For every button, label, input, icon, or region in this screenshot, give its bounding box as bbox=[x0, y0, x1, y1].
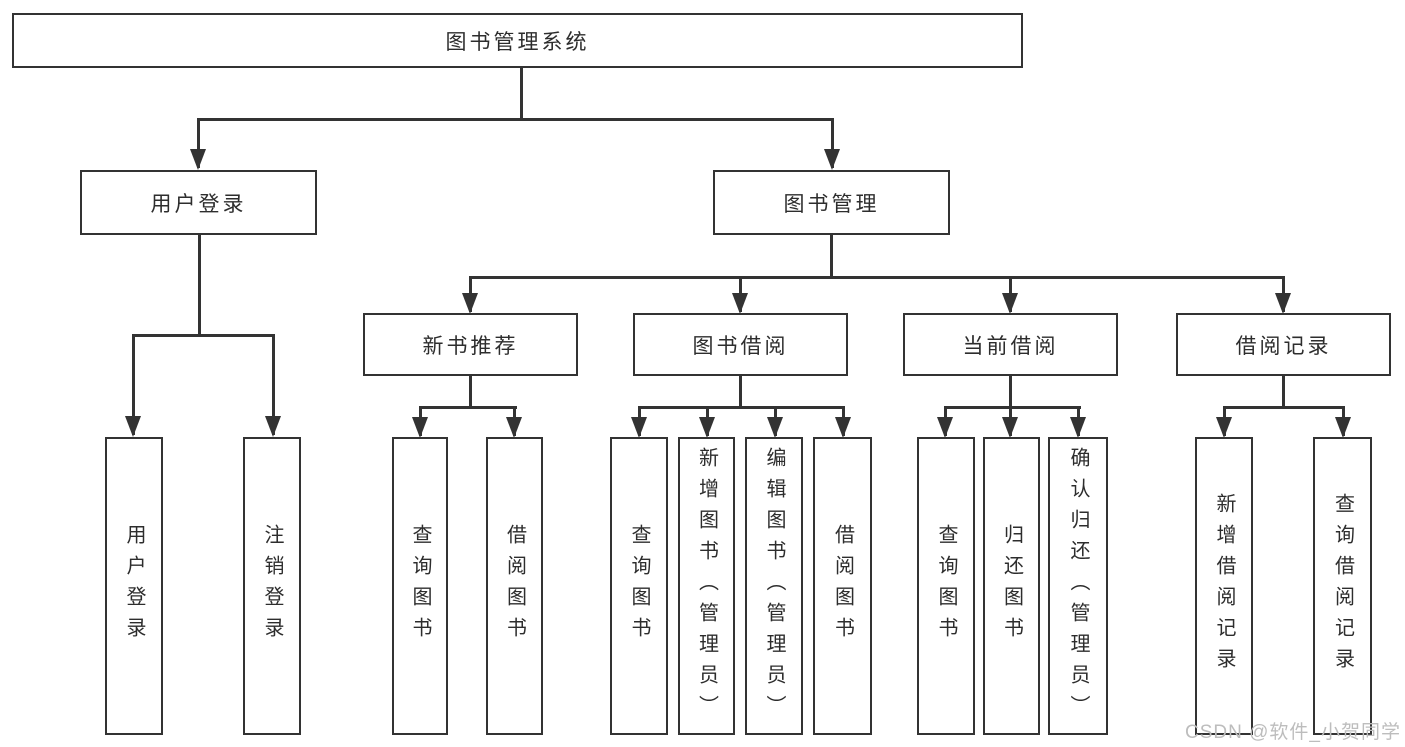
arrow-down-icon bbox=[1222, 406, 1226, 436]
connector-user-login-stem bbox=[197, 235, 201, 334]
node-label: 新增图书（管理员） bbox=[695, 446, 718, 726]
leaf-edit-books-admin: 编辑图书（管理员） bbox=[745, 437, 803, 735]
leaf-return-books: 归还图书 bbox=[983, 437, 1040, 735]
node-label: 注销登录 bbox=[261, 524, 283, 648]
connector-book-mgmt-stem bbox=[829, 235, 833, 279]
leaf-confirm-return-admin: 确认归还（管理员） bbox=[1048, 437, 1108, 735]
leaf-query-borrow-record: 查询借阅记录 bbox=[1313, 437, 1372, 735]
node-book-borrowing: 图书借阅 bbox=[633, 313, 848, 376]
arrow-down-icon bbox=[1008, 276, 1012, 312]
node-label: 借阅图书 bbox=[831, 524, 854, 648]
node-borrow-records: 借阅记录 bbox=[1176, 313, 1391, 376]
arrow-down-icon bbox=[418, 406, 422, 436]
arrow-down-icon bbox=[512, 406, 516, 436]
arrow-down-icon bbox=[1341, 406, 1345, 436]
arrow-down-icon bbox=[131, 334, 135, 435]
csdn-watermark: CSDN @软件_小贺同学 bbox=[1185, 722, 1401, 743]
arrow-down-icon bbox=[1281, 276, 1285, 312]
arrow-down-icon bbox=[773, 406, 777, 436]
arrow-down-icon bbox=[1076, 406, 1080, 436]
node-label: 图书管理 bbox=[783, 192, 880, 216]
arrow-down-icon bbox=[705, 406, 709, 436]
arrow-down-icon bbox=[637, 406, 641, 436]
node-new-book-recommend: 新书推荐 bbox=[363, 313, 578, 376]
arrow-down-icon bbox=[943, 406, 947, 436]
arrow-down-icon bbox=[468, 276, 472, 312]
node-label: 用户登录 bbox=[123, 524, 145, 648]
connector-book-mgmt-rail bbox=[468, 276, 1285, 279]
arrow-down-icon bbox=[271, 334, 275, 435]
connector-root-rail bbox=[196, 118, 834, 121]
node-current-borrowing: 当前借阅 bbox=[903, 313, 1118, 376]
leaf-borrow-books-recommend: 借阅图书 bbox=[486, 437, 543, 735]
node-label: 用户登录 bbox=[150, 192, 247, 216]
node-label: 新增借阅记录 bbox=[1213, 493, 1235, 679]
connector-borrowing-stem bbox=[738, 376, 742, 408]
leaf-logout: 注销登录 bbox=[243, 437, 301, 735]
arrow-down-icon bbox=[738, 276, 742, 312]
leaf-user-login: 用户登录 bbox=[105, 437, 163, 735]
node-label: 图书管理系统 bbox=[445, 30, 590, 54]
node-label: 编辑图书（管理员） bbox=[763, 446, 785, 726]
node-root-system: 图书管理系统 bbox=[12, 13, 1023, 68]
node-label: 图书借阅 bbox=[692, 334, 789, 358]
node-label: 借阅图书 bbox=[503, 524, 526, 648]
leaf-borrow-books-borrowing: 借阅图书 bbox=[813, 437, 872, 735]
arrow-down-icon bbox=[830, 118, 834, 168]
node-user-login: 用户登录 bbox=[80, 170, 317, 235]
node-label: 查询图书 bbox=[935, 524, 957, 648]
node-label: 确认归还（管理员） bbox=[1067, 446, 1089, 726]
leaf-query-books-current: 查询图书 bbox=[917, 437, 975, 735]
connector-current-stem bbox=[1008, 376, 1012, 408]
arrow-down-icon bbox=[196, 118, 200, 168]
connector-current-rail bbox=[943, 406, 1081, 409]
node-label: 当前借阅 bbox=[962, 334, 1059, 358]
connector-root-stem bbox=[519, 68, 523, 118]
leaf-query-books-recommend: 查询图书 bbox=[392, 437, 448, 735]
node-label: 查询图书 bbox=[628, 524, 650, 648]
node-label: 查询借阅记录 bbox=[1331, 493, 1354, 679]
arrow-down-icon bbox=[1008, 406, 1012, 436]
node-label: 新书推荐 bbox=[422, 334, 519, 358]
leaf-query-books-borrowing: 查询图书 bbox=[610, 437, 668, 735]
leaf-add-borrow-record: 新增借阅记录 bbox=[1195, 437, 1253, 735]
connector-records-stem bbox=[1281, 376, 1285, 408]
node-book-management: 图书管理 bbox=[713, 170, 950, 235]
connector-user-login-rail bbox=[131, 334, 275, 337]
node-label: 归还图书 bbox=[1000, 524, 1023, 648]
connector-new-book-rail bbox=[418, 406, 517, 409]
connector-records-rail bbox=[1222, 406, 1345, 409]
arrow-down-icon bbox=[841, 406, 845, 436]
node-label: 查询图书 bbox=[409, 524, 431, 648]
connector-new-book-stem bbox=[468, 376, 472, 408]
connector-borrowing-rail bbox=[637, 406, 845, 409]
node-label: 借阅记录 bbox=[1235, 334, 1332, 358]
leaf-add-books-admin: 新增图书（管理员） bbox=[678, 437, 735, 735]
